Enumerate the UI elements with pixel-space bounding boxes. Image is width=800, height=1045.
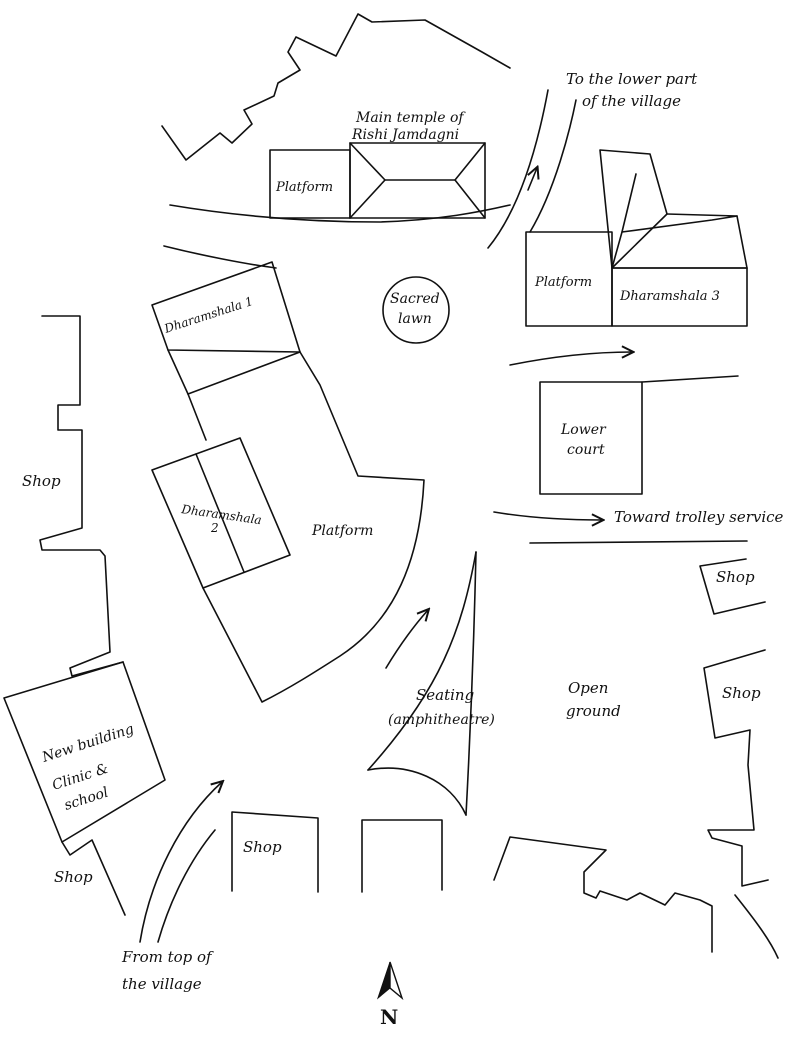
left-shops-outline [39, 315, 124, 677]
label-from-top-1: From top of [121, 948, 214, 966]
road-edge-bottom-left [157, 829, 216, 943]
arrow-icon [493, 511, 602, 520]
label-from-top-2: the village [122, 975, 202, 993]
label-lower-court-2: court [567, 442, 605, 458]
label-sacred-2: lawn [398, 311, 432, 327]
bottom-left-shop-outline [61, 839, 126, 916]
road-edge-right [529, 540, 748, 544]
arrow-icon [528, 168, 537, 191]
label-new-building-1: New building [39, 721, 136, 766]
label-open-ground-2: ground [566, 702, 621, 720]
label-dharamshala-2-2: 2 [210, 521, 219, 535]
dharamshala-3-block [525, 149, 748, 327]
label-dharamshala-3: Dharamshala 3 [619, 289, 720, 304]
road-to-lower-village-left [487, 89, 549, 249]
label-sacred-1: Sacred [390, 291, 440, 307]
label-open-ground-1: Open [568, 679, 608, 697]
label-shop-left: Shop [22, 472, 61, 490]
road-to-lower-village-right [529, 99, 577, 233]
label-seating-2: (amphitheatre) [388, 712, 495, 728]
label-shop-right-lower: Shop [722, 684, 761, 702]
label-toward-trolley: Toward trolley service [614, 508, 784, 526]
sacred-lawn [382, 276, 450, 344]
label-platform-top: Platform [275, 180, 333, 195]
right-shop-upper [699, 558, 766, 615]
label-north: N [380, 1005, 398, 1029]
label-shop-bottom-left: Shop [54, 868, 93, 886]
dharamshala-2 [151, 437, 291, 589]
label-lower-court-1: Lower [560, 422, 607, 438]
lower-court [539, 375, 739, 495]
arrow-icon [385, 610, 428, 669]
shop-bottom [231, 811, 319, 893]
bottom-right-outline [493, 836, 713, 953]
label-platform-right: Platform [534, 275, 592, 290]
label-dharamshala-2-1: Dharamshala [180, 502, 263, 527]
label-to-lower-2: of the village [582, 92, 681, 110]
arrow-icon [509, 352, 632, 366]
label-shop-bottom: Shop [243, 838, 282, 856]
central-platform-outline [187, 351, 425, 703]
label-main-temple-2: Rishi Jamdagni [351, 127, 459, 143]
label-to-lower-1: To the lower part [566, 70, 698, 88]
seating-amphitheatre [367, 551, 477, 816]
right-side-outline [703, 649, 769, 887]
label-main-temple-1: Main temple of [355, 110, 466, 126]
label-dharamshala-1: Dharamshala 1 [162, 294, 255, 336]
label-platform-center: Platform [311, 523, 373, 539]
bottom-center-frame [361, 819, 443, 893]
road-edge-bottom-right [734, 894, 779, 959]
new-building-clinic-school [3, 661, 166, 843]
top-building-outline [161, 13, 511, 161]
label-shop-right-upper: Shop [716, 568, 755, 586]
arrow-icon [139, 782, 222, 943]
label-seating-1: Seating [416, 686, 474, 704]
main-temple [349, 142, 486, 219]
north-arrow-icon [376, 961, 404, 1001]
top-road-edge [169, 204, 511, 223]
path-edge-upper [163, 245, 277, 269]
